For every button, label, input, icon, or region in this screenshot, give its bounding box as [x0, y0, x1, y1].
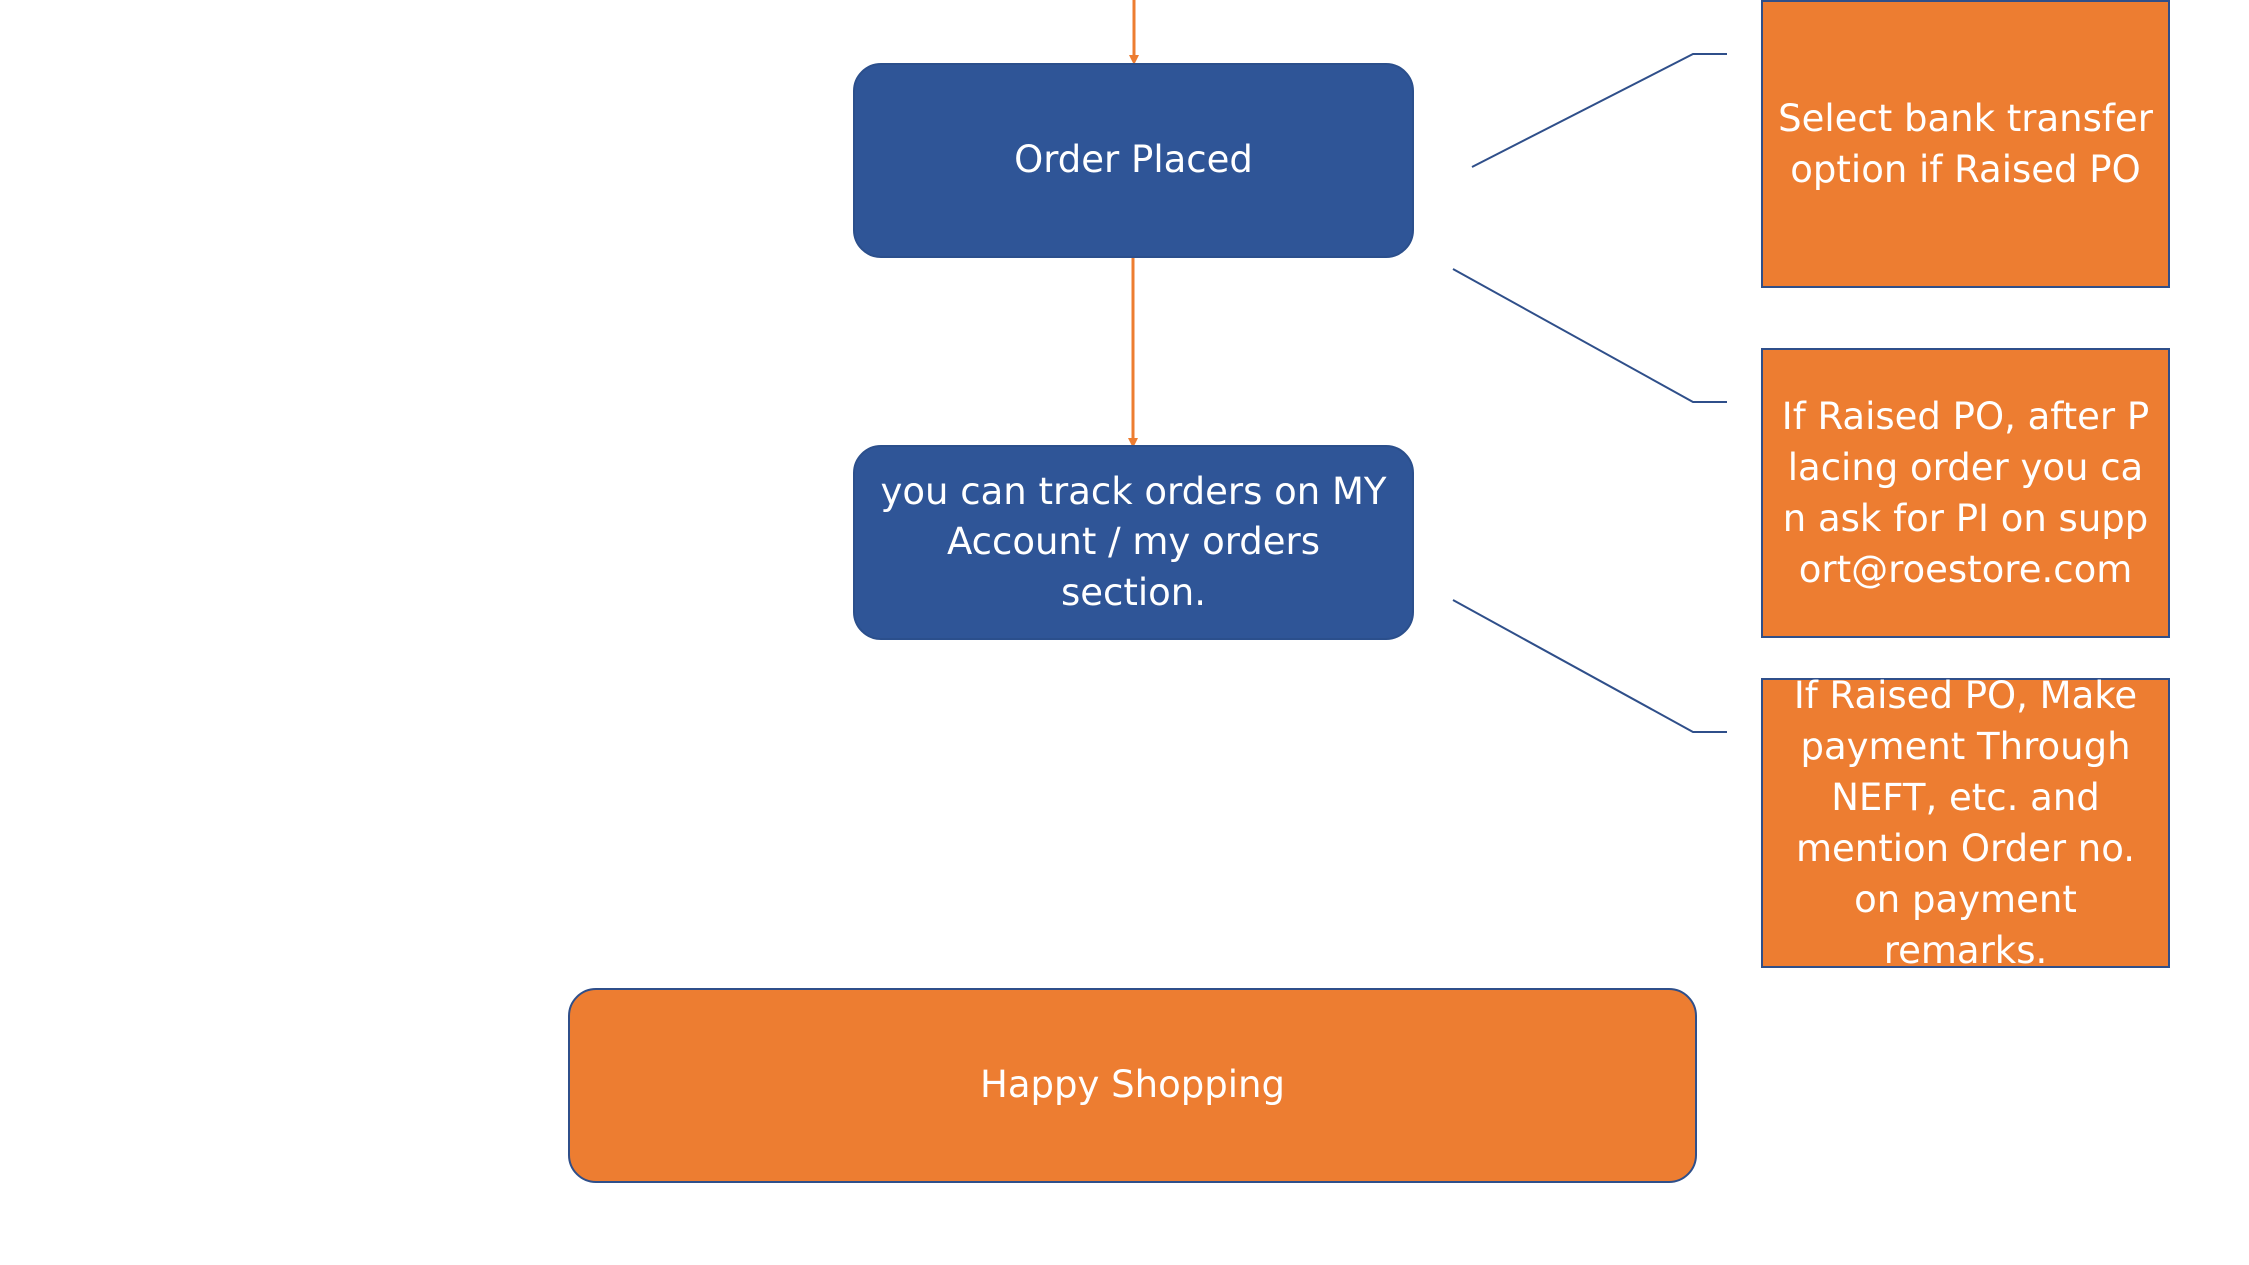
pi-request-note-text: If Raised PO, after Placing order you ca… — [1781, 394, 2150, 592]
track-orders-box: you can track orders on MY Account / my … — [853, 445, 1414, 640]
order-placed-text: Order Placed — [1014, 138, 1253, 182]
happy-shopping-box: Happy Shopping — [568, 988, 1697, 1183]
pi-request-note: If Raised PO, after Placing order you ca… — [1761, 348, 2170, 638]
happy-shopping-text: Happy Shopping — [980, 1063, 1285, 1107]
bank-transfer-note-text: Select bank transfer option if Raised PO — [1778, 96, 2153, 191]
order-placed-box: Order Placed — [853, 63, 1414, 258]
callout-line-bank-transfer — [1471, 53, 1727, 168]
callout-line-pi-request — [1452, 268, 1727, 403]
payment-note: If Raised PO, Make payment Through NEFT,… — [1761, 674, 2170, 972]
callout-line-payment — [1452, 599, 1727, 733]
track-orders-text: you can track orders on MY Account / my … — [880, 470, 1387, 614]
payment-note-text: If Raised PO, Make payment Through NEFT,… — [1793, 673, 2138, 973]
bank-transfer-note: Select bank transfer option if Raised PO — [1761, 0, 2170, 288]
